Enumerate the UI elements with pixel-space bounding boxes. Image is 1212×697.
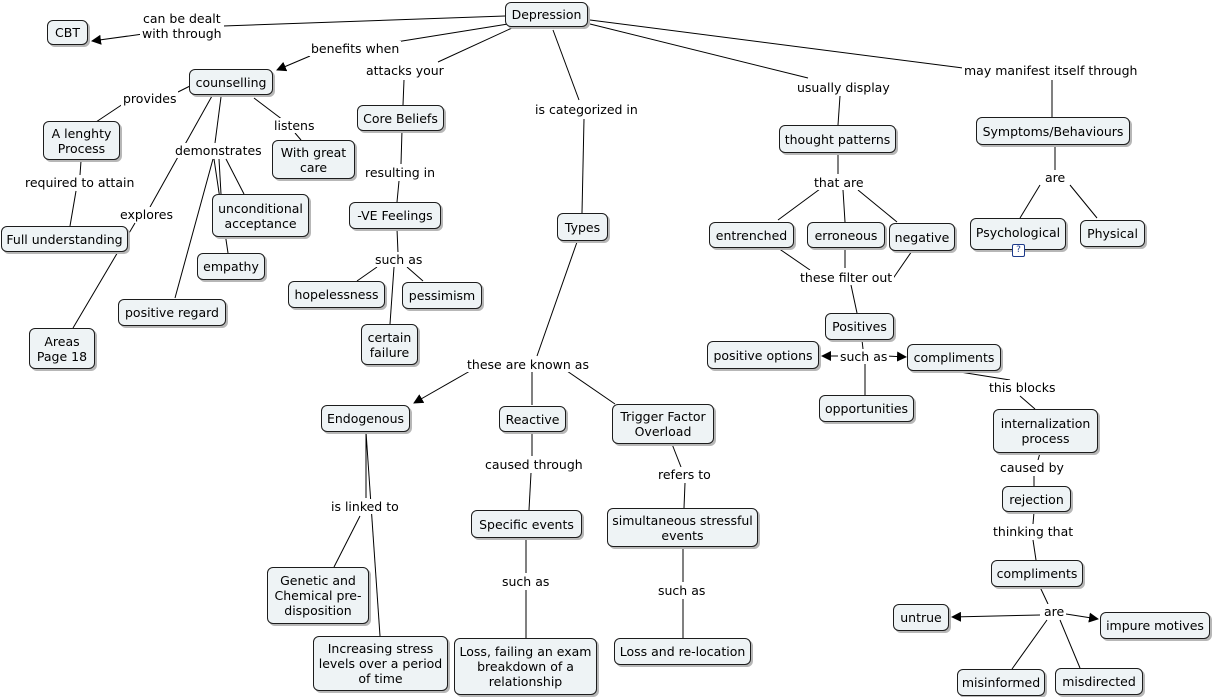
node-internalization-process[interactable]: internalization process bbox=[993, 409, 1098, 453]
link-this-blocks: this blocks bbox=[987, 380, 1058, 395]
node-hopelessness[interactable]: hopelessness bbox=[288, 281, 385, 308]
node-thought-patterns[interactable]: thought patterns bbox=[779, 125, 896, 153]
node-opportunities[interactable]: opportunities bbox=[819, 395, 914, 422]
link-is-categorized: is categorized in bbox=[533, 102, 640, 117]
node-types[interactable]: Types bbox=[557, 213, 608, 241]
node-negative[interactable]: negative bbox=[889, 223, 955, 251]
node-reactive[interactable]: Reactive bbox=[499, 406, 566, 432]
node-depression[interactable]: Depression bbox=[505, 2, 588, 27]
node-positive-regard[interactable]: positive regard bbox=[118, 299, 226, 326]
node-compliments-thinking[interactable]: compliments bbox=[991, 560, 1083, 587]
link-listens: listens bbox=[272, 118, 317, 133]
link-may-manifest: may manifest itself through bbox=[962, 63, 1140, 78]
link-caused-through: caused through bbox=[483, 457, 585, 472]
node-great-care[interactable]: With great care bbox=[272, 140, 355, 179]
link-are-symptoms: are bbox=[1043, 170, 1068, 185]
link-that-are: that are bbox=[812, 175, 866, 190]
node-trigger-factor-overload[interactable]: Trigger Factor Overload bbox=[612, 404, 714, 444]
node-pessimism[interactable]: pessimism bbox=[402, 282, 482, 309]
link-can-be-dealt: can be dealt with through bbox=[140, 11, 224, 41]
node-untrue[interactable]: untrue bbox=[893, 604, 949, 631]
node-entrenched[interactable]: entrenched bbox=[709, 222, 794, 248]
node-full-understanding[interactable]: Full understanding bbox=[1, 226, 128, 252]
link-is-linked-to: is linked to bbox=[329, 499, 401, 514]
link-such-as-specific: such as bbox=[500, 574, 552, 589]
node-endogenous[interactable]: Endogenous bbox=[321, 405, 410, 432]
link-required-to-attain: required to attain bbox=[23, 175, 137, 190]
link-such-as-positives: such as bbox=[838, 349, 890, 364]
link-benefits-when: benefits when bbox=[309, 41, 402, 56]
node-symptoms-behaviours[interactable]: Symptoms/Behaviours bbox=[976, 117, 1130, 145]
node-misinformed[interactable]: misinformed bbox=[957, 669, 1045, 696]
link-demonstrates: demonstrates bbox=[173, 143, 264, 158]
node-misdirected[interactable]: misdirected bbox=[1055, 668, 1143, 695]
node-rejection[interactable]: rejection bbox=[1002, 486, 1071, 512]
node-positive-options[interactable]: positive options bbox=[707, 341, 819, 369]
node-unconditional-acceptance[interactable]: unconditional acceptance bbox=[212, 194, 309, 237]
node-ve-feelings[interactable]: -VE Feelings bbox=[349, 202, 441, 229]
node-loss-failing-exam[interactable]: Loss, failing an exam breakdown of a rel… bbox=[454, 638, 597, 695]
link-resulting-in: resulting in bbox=[363, 165, 438, 180]
node-physical[interactable]: Physical bbox=[1080, 220, 1145, 247]
link-these-known-as: these are known as bbox=[465, 357, 591, 372]
link-caused-by: caused by bbox=[998, 460, 1066, 475]
node-lengthy-process[interactable]: A lenghty Process bbox=[43, 121, 120, 160]
node-certain-failure[interactable]: certain failure bbox=[361, 324, 418, 365]
link-are-compliments: are bbox=[1042, 604, 1067, 619]
node-core-beliefs[interactable]: Core Beliefs bbox=[357, 105, 444, 131]
link-attacks-your: attacks your bbox=[364, 63, 446, 78]
node-areas-page-18[interactable]: Areas Page 18 bbox=[29, 328, 95, 369]
document-attachment-icon[interactable]: ? bbox=[1012, 244, 1025, 257]
node-cbt[interactable]: CBT bbox=[47, 20, 88, 45]
link-these-filter-out: these filter out bbox=[798, 270, 895, 285]
link-such-as-simultaneous: such as bbox=[656, 583, 708, 598]
link-usually-display: usually display bbox=[795, 80, 892, 95]
node-erroneous[interactable]: erroneous bbox=[807, 222, 885, 248]
node-increasing-stress[interactable]: Increasing stress levels over a period o… bbox=[313, 636, 448, 691]
link-thinking-that: thinking that bbox=[991, 524, 1076, 539]
link-explores: explores bbox=[118, 207, 175, 222]
node-empathy[interactable]: empathy bbox=[197, 253, 265, 280]
node-counselling[interactable]: counselling bbox=[189, 69, 273, 95]
link-refers-to: refers to bbox=[656, 467, 713, 482]
node-specific-events[interactable]: Specific events bbox=[471, 510, 582, 538]
node-genetic-chemical[interactable]: Genetic and Chemical pre- disposition bbox=[267, 567, 369, 624]
node-positives[interactable]: Positives bbox=[825, 313, 894, 340]
link-such-as-feelings: such as bbox=[373, 252, 425, 267]
node-compliments-positive[interactable]: compliments bbox=[907, 344, 1001, 371]
node-impure-motives[interactable]: impure motives bbox=[1100, 612, 1210, 639]
node-simultaneous-events[interactable]: simultaneous stressful events bbox=[607, 508, 758, 547]
node-loss-relocation[interactable]: Loss and re-location bbox=[614, 638, 751, 665]
link-provides: provides bbox=[121, 91, 179, 106]
